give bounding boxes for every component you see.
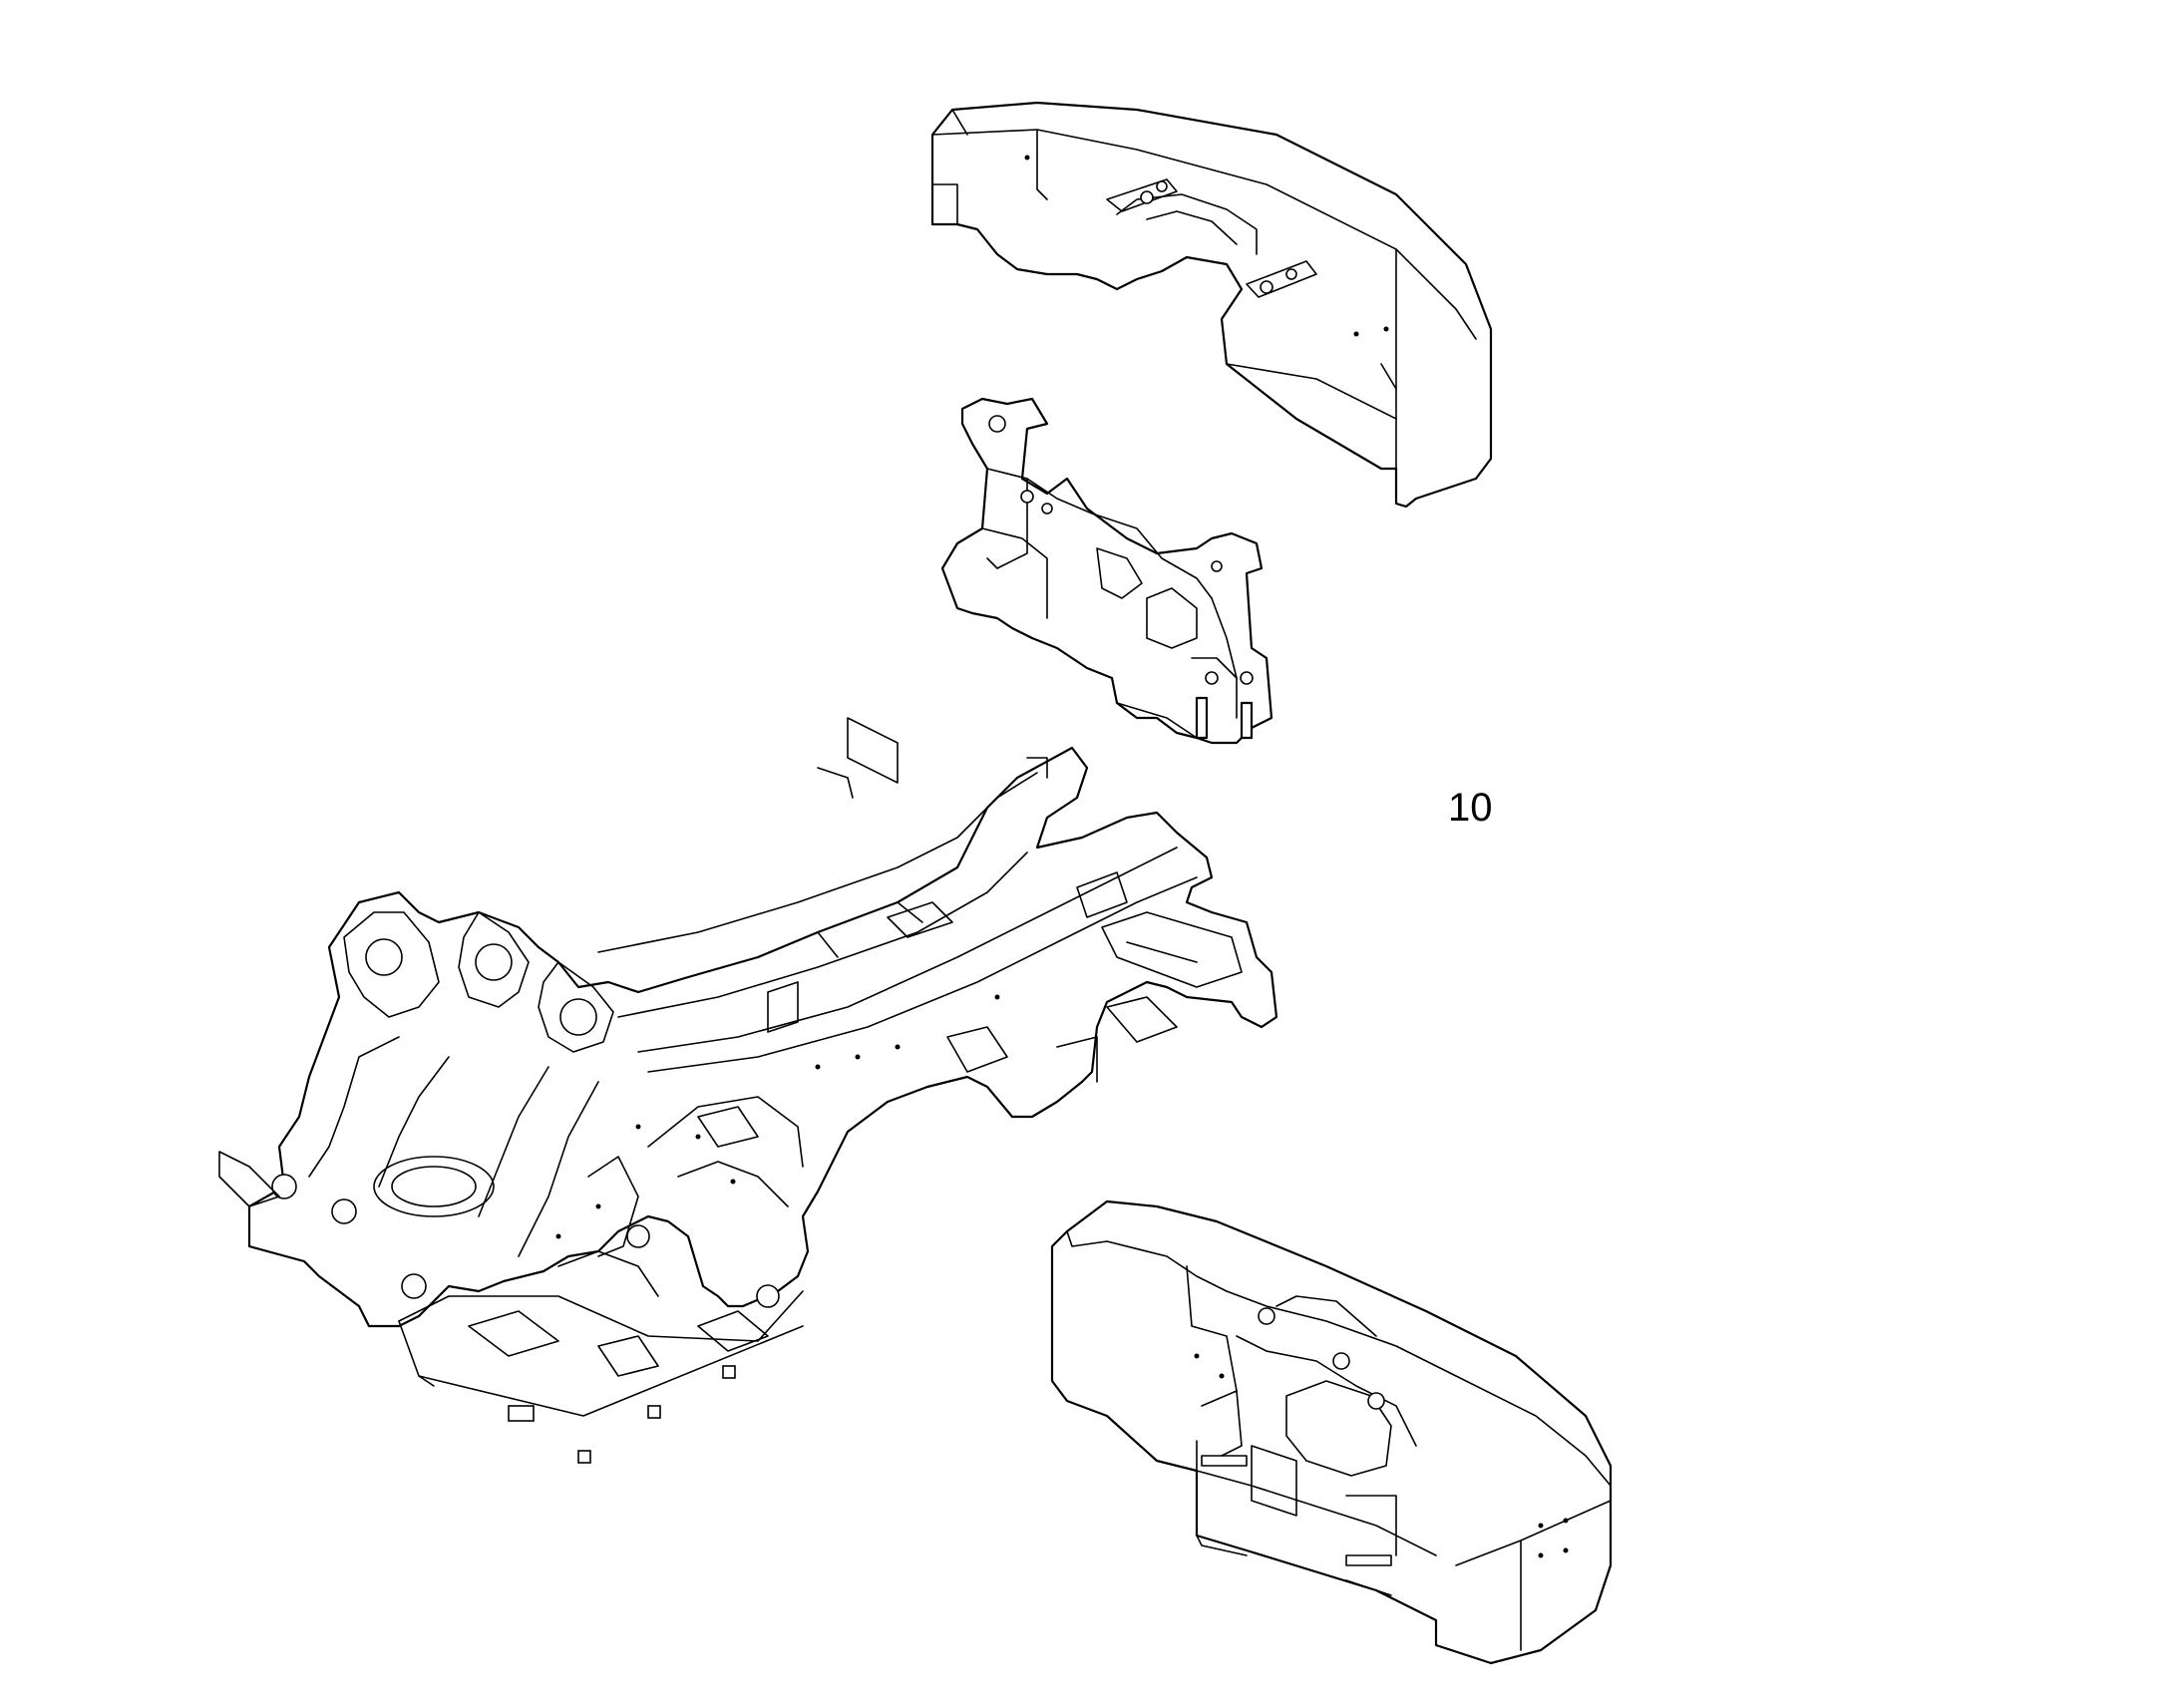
counterweight-bracket [940,397,1273,745]
upper-counterweight [930,101,1493,509]
lower-counterweight [1050,1199,1613,1665]
main-frame [218,717,1278,1464]
reference-number-label: 10 [1448,786,1493,830]
